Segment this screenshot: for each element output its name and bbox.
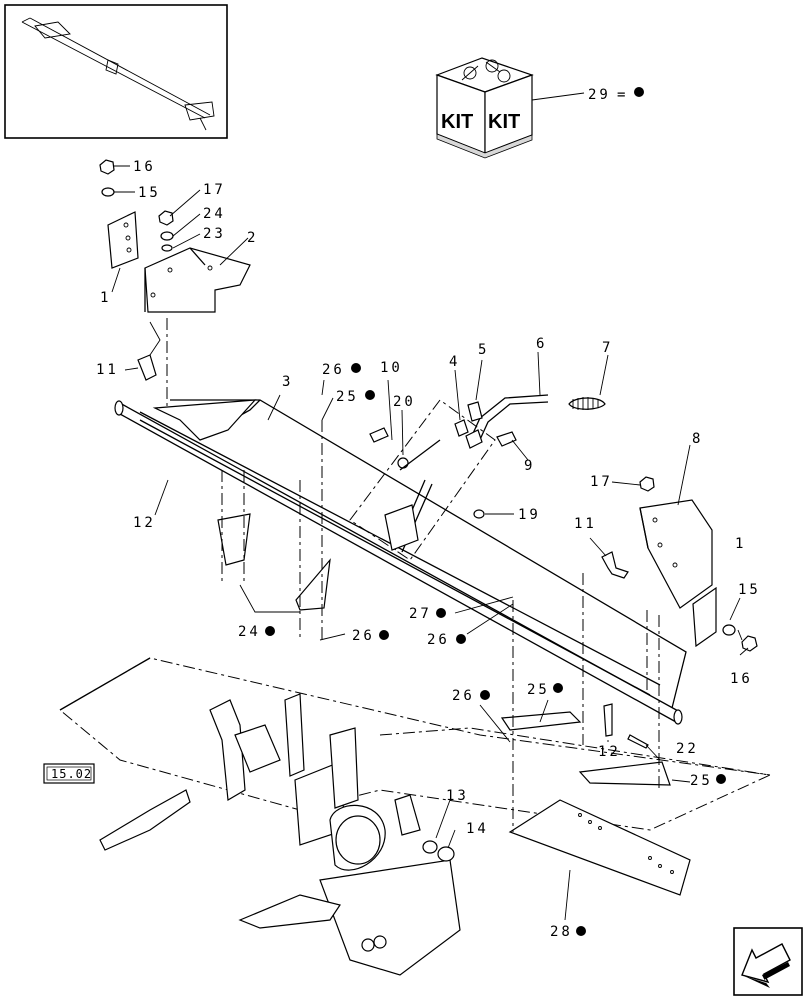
previous-page-arrow-button[interactable]: [733, 927, 803, 996]
reference-link-box[interactable]: 15.02: [43, 763, 95, 784]
kit-box-icon: KIT KIT: [435, 57, 534, 159]
callout-24-bottom: 25: [690, 773, 713, 789]
callout-25-left: 26: [352, 628, 375, 644]
callout-25-mid: 26: [452, 688, 475, 704]
lower-plates: [217, 513, 691, 896]
callout-7: 7: [602, 340, 613, 356]
callout-12-left: 12: [133, 515, 156, 531]
callout-1-left: 1: [100, 290, 111, 306]
callout-26-mid: 26: [427, 632, 450, 648]
callout-1-right: 1: [735, 536, 746, 552]
callout-27-top: 26: [322, 362, 345, 378]
callout-16: 16: [133, 159, 156, 175]
kit-bullet-icon: [634, 87, 644, 97]
callout-9: 9: [524, 458, 535, 474]
callout-5: 5: [478, 342, 489, 358]
kit-label-left: KIT: [441, 111, 473, 133]
callout-23: 24: [238, 624, 261, 640]
left-bracket-assembly: [99, 159, 251, 381]
callout-15: 15: [138, 185, 161, 201]
chassis-frame: [59, 657, 772, 976]
reference-box-label: 15.02: [51, 767, 92, 781]
callout-2: 2: [247, 230, 258, 246]
callout-28: 28: [550, 924, 573, 940]
kit-equals-sign: =: [617, 87, 628, 103]
callout-11-left: 11: [96, 362, 119, 378]
callout-27-mid: 27: [409, 606, 432, 622]
callout-22: 24: [203, 206, 226, 222]
callout-24-top: 25: [527, 682, 550, 698]
callout-14: 14: [466, 821, 489, 837]
callout-11-right: 11: [574, 516, 597, 532]
callout-17: 17: [203, 182, 226, 198]
callout-26-top: 25: [336, 389, 359, 405]
callout-8: 8: [692, 431, 703, 447]
overview-thumbnail[interactable]: [4, 4, 228, 139]
callout-4: 4: [449, 354, 460, 370]
callout-21: 23: [203, 226, 226, 242]
callout-15-right: 15: [738, 582, 761, 598]
right-bracket-assembly: [601, 476, 758, 652]
callout-13: 13: [446, 788, 469, 804]
part-callouts: 16 15 17 24 23 2 1 11 12 3 26 25 10 20 4…: [96, 159, 761, 940]
kit-callout-number: 29: [588, 87, 611, 103]
callout-6: 6: [536, 336, 547, 352]
callout-12-right: 12: [598, 744, 621, 760]
callout-16-right: 16: [730, 671, 753, 687]
callout-18: 19: [518, 507, 541, 523]
callout-17-right: 17: [590, 474, 613, 490]
kit-label-right: KIT: [488, 111, 520, 133]
leader-lines: [111, 165, 749, 921]
callout-19: 20: [393, 394, 416, 410]
arrow-left-down-icon: [741, 943, 791, 984]
callout-10: 10: [380, 360, 403, 376]
callout-20: 22: [676, 741, 699, 757]
center-lines: [166, 318, 660, 832]
handle-assembly: [349, 394, 606, 561]
callout-3: 3: [282, 374, 293, 390]
main-crossbeam: [114, 399, 687, 725]
